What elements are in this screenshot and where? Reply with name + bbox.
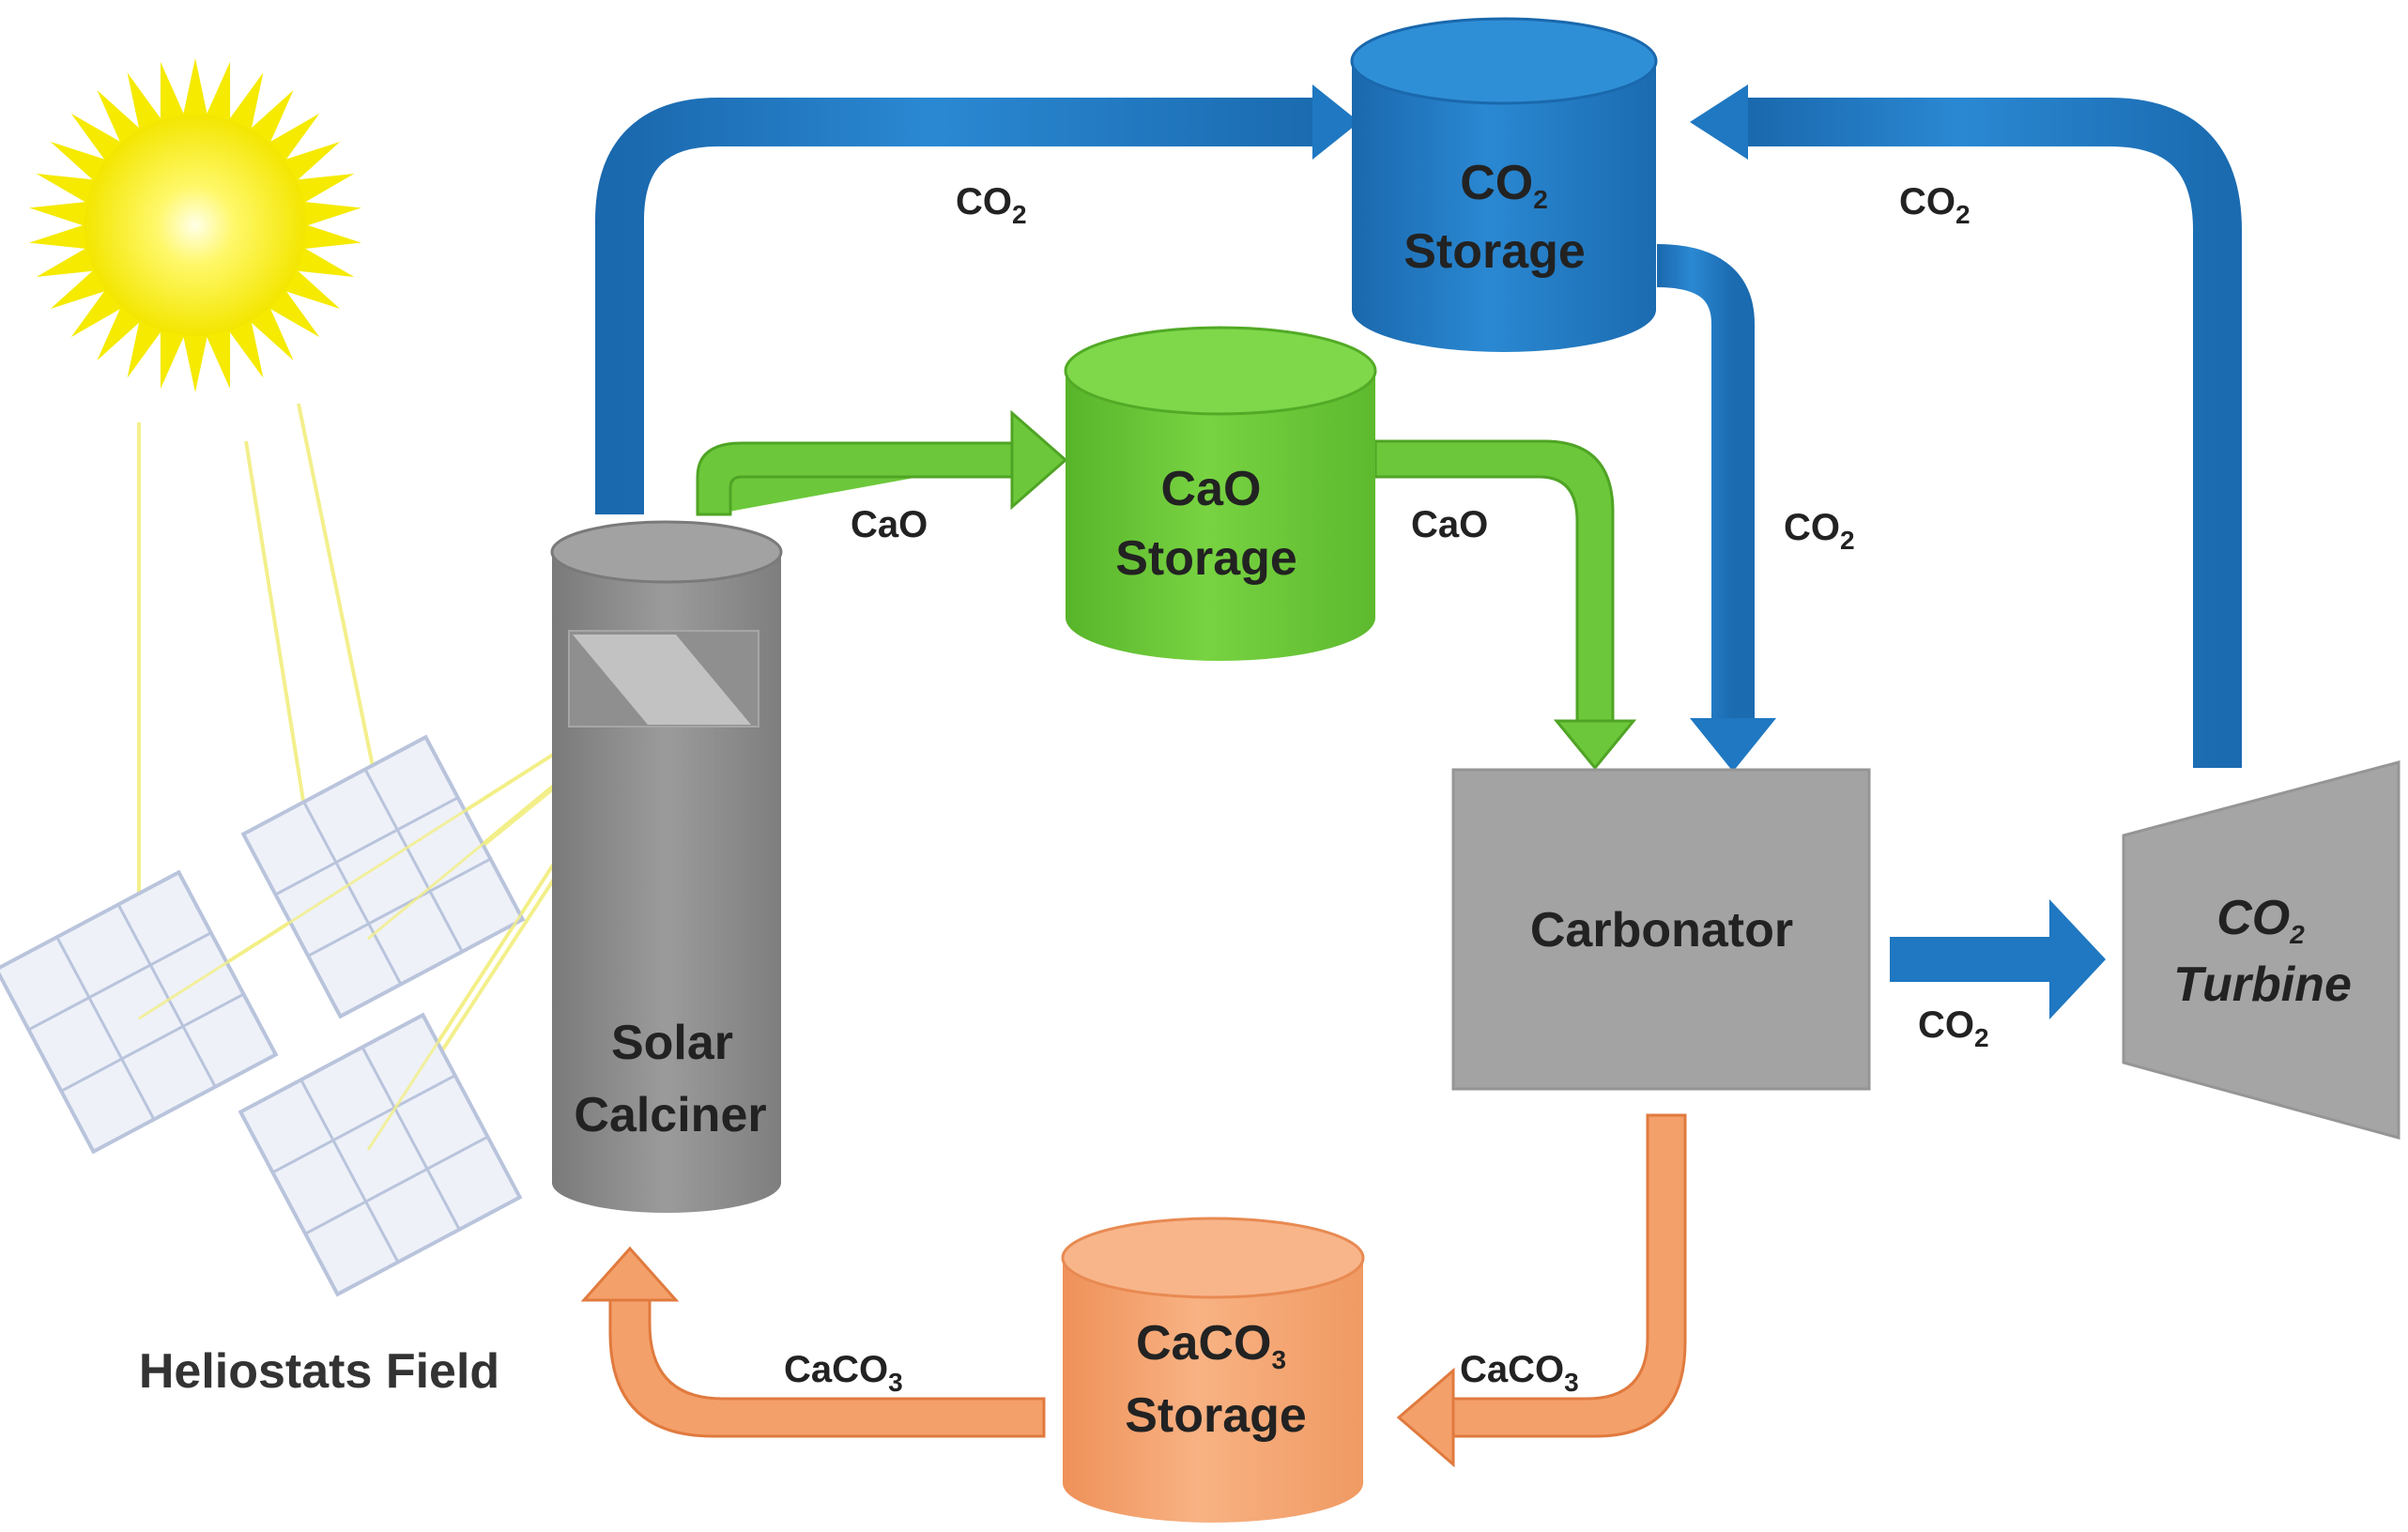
- heliostat-panel-3: [238, 1012, 523, 1297]
- solar-calciner-label-2: Calciner: [574, 1088, 766, 1142]
- caco3-flow-carbonator-to-storage: [1396, 1113, 1687, 1468]
- co2-storage-tank: CO2 Storage: [1350, 17, 1658, 352]
- carbonator: Carbonator: [1451, 768, 1871, 1091]
- flow-label-caco3-storage-to-calciner: CaCO3: [784, 1349, 903, 1397]
- co2-flow-carbonator-to-turbine: [1890, 899, 2106, 1019]
- co2-turbine-label-2: Turbine: [2173, 958, 2352, 1012]
- co2-flow-calciner-to-storage: [595, 84, 1359, 514]
- flow-label-carbonator-to-caco3-storage: CaCO3: [1460, 1349, 1579, 1397]
- carbonator-label: Carbonator: [1530, 903, 1793, 958]
- flow-label-turbine-to-co2-storage: CO2: [1899, 181, 1971, 229]
- heliostat-panel-1: [0, 869, 279, 1155]
- heliostats-field-label: Heliostats Field: [139, 1344, 499, 1399]
- co2-flow-turbine-to-storage: [1690, 84, 2242, 768]
- flow-label-co2-storage-to-carbonator: CO2: [1784, 507, 1855, 555]
- sun-icon: [29, 58, 361, 392]
- co2-flow-storage-to-carbonator: [1656, 244, 1776, 772]
- flow-label-calciner-to-cao-storage: CaO: [851, 504, 928, 545]
- cao-storage-label-1: CaO: [1161, 462, 1262, 516]
- cao-flow-storage-to-carbonator: [1373, 439, 1637, 771]
- co2-turbine: CO2 Turbine: [2122, 760, 2400, 1140]
- co2-storage-label-2: Storage: [1403, 224, 1586, 279]
- heliostat-panel-2: [240, 734, 526, 1019]
- caco3-flow-storage-to-calciner: [580, 1246, 1046, 1438]
- caco3-storage-tank: CaCO3 Storage: [1061, 1217, 1365, 1523]
- co2-storage-label-1: CO2: [1460, 156, 1548, 214]
- flow-label-calciner-to-co2-storage: CO2: [956, 181, 1027, 229]
- co2-turbine-label-1: CO2: [2216, 891, 2305, 949]
- cao-storage-tank: CaO Storage: [1064, 326, 1377, 661]
- caco3-storage-label-1: CaCO3: [1136, 1316, 1286, 1374]
- solar-calciner-label-1: Solar: [611, 1016, 733, 1070]
- caco3-storage-label-2: Storage: [1125, 1388, 1307, 1443]
- flow-label-cao-storage-to-carbonator: CaO: [1411, 504, 1488, 545]
- solar-calciner: Solar Calciner: [550, 520, 783, 1213]
- receiver-window-icon: [573, 635, 751, 725]
- cao-storage-label-2: Storage: [1115, 531, 1297, 586]
- flow-label-carbonator-to-turbine: CO2: [1918, 1004, 1989, 1052]
- cao-flow-calciner-to-storage: [696, 409, 1068, 516]
